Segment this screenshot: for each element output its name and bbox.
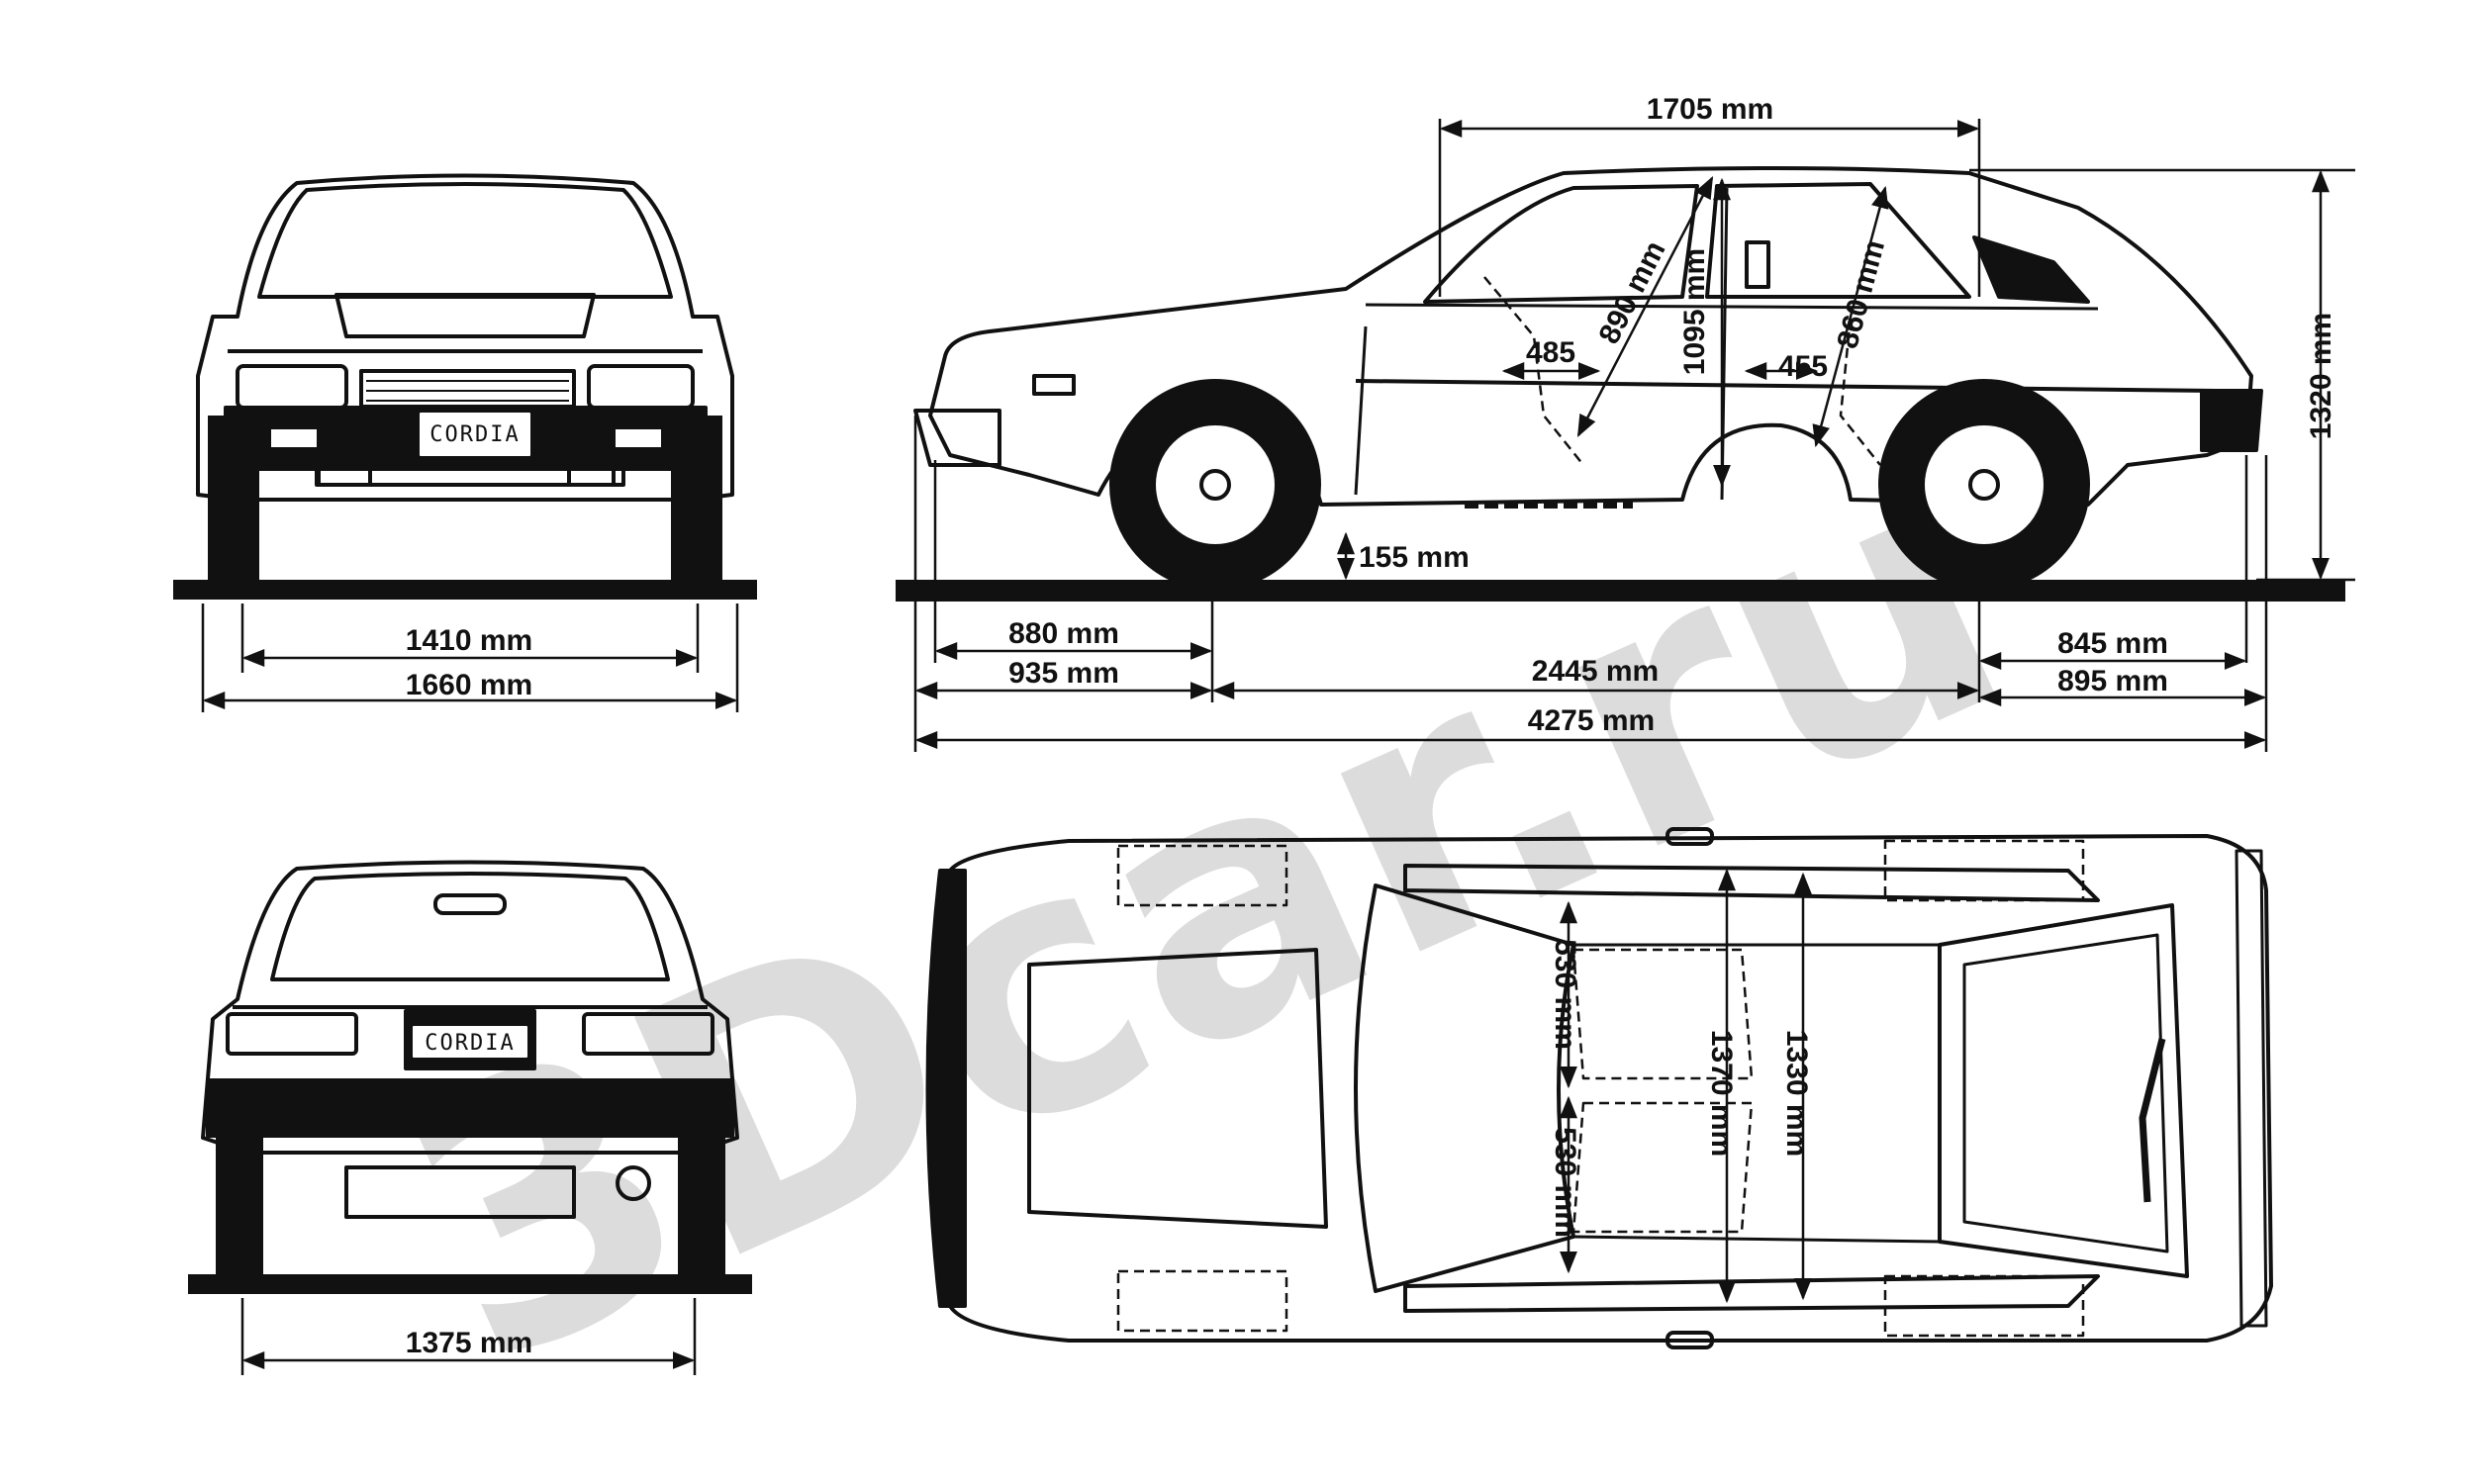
side-indicator: [1032, 374, 1076, 396]
rear-bumper: [206, 1078, 734, 1138]
front-windshield: [257, 182, 673, 299]
front-license-plate: [420, 413, 530, 456]
side-ground-bar: [896, 580, 2345, 602]
rear-left-taillight: [226, 1012, 358, 1056]
rear-overhang-a-label: 845 mm: [2057, 627, 2168, 660]
rear-right-taillight: [582, 1012, 714, 1056]
front-right-foglamp: [612, 425, 665, 451]
top-right-mirror: [1665, 1331, 1714, 1349]
rear-view: CORDIA: [188, 860, 752, 1294]
front-track-label: 1410 mm: [406, 624, 532, 657]
front-right-indicator: [567, 461, 625, 487]
rear-shoulder-label: 1330 mm: [1780, 1030, 1813, 1157]
roof-length-label: 1705 mm: [1647, 93, 1773, 126]
rear-legroom-label: 455: [1778, 350, 1828, 383]
clearance-label: 155 mm: [1359, 541, 1470, 574]
front-width-label: 1660 mm: [406, 669, 532, 701]
front-headroom-line: [1576, 176, 1714, 437]
side-quarter-window: [1972, 235, 2090, 304]
top-hood: [1027, 948, 1328, 1229]
side-trim-line: [1365, 303, 2099, 311]
top-rear-bumper: [2235, 849, 2268, 1328]
top-dimensions: [1560, 868, 1812, 1304]
rear-right-tire: [678, 1138, 725, 1274]
rear-dimensions: [240, 1298, 697, 1375]
front-shoulder-label: 1370 mm: [1705, 1030, 1738, 1157]
side-rear-bumper: [2200, 389, 2263, 452]
side-rear-rim: [1921, 421, 2047, 548]
seat-width-b-label: 530 mm: [1549, 1127, 1581, 1238]
side-dimensions: [913, 119, 2355, 752]
side-front-hub: [1199, 469, 1231, 501]
side-rear-hub: [1968, 469, 2000, 501]
front-body-outline: [196, 173, 734, 502]
top-left-window-strip: [1403, 864, 2100, 902]
wheelbase-label: 2445 mm: [1532, 655, 1659, 688]
side-front-bumper: [913, 409, 1001, 467]
front-right-headlight: [587, 364, 695, 410]
front-seat-travel-label: 485: [1526, 336, 1575, 369]
top-rear-hatch: [1938, 903, 2189, 1278]
rear-view-mirror: [433, 893, 507, 915]
top-rear-wiper: [2139, 1038, 2166, 1203]
rear-headroom-line: [1812, 185, 1889, 448]
rear-body-outline: [201, 860, 739, 1155]
top-front-left-wheel: [1116, 844, 1288, 907]
top-rear-right-wheel: [1883, 1274, 2085, 1338]
front-left-headlight: [236, 364, 348, 410]
front-left-foglamp: [267, 425, 321, 451]
rear-overhang-b-label: 895 mm: [2057, 665, 2168, 697]
top-front-right-wheel: [1116, 1269, 1288, 1333]
side-front-rim: [1152, 421, 1279, 548]
seat-width-a-label: 530 mm: [1549, 939, 1581, 1050]
top-right-window-strip: [1403, 1274, 2100, 1313]
rear-ground-bar: [188, 1274, 752, 1294]
top-front-bumper: [925, 869, 967, 1308]
side-front-window: [1423, 184, 1699, 304]
side-beltline: [1355, 379, 2218, 393]
front-overhang-b-label: 935 mm: [1008, 657, 1119, 690]
rear-window: [270, 872, 670, 981]
rear-left-tire: [216, 1138, 263, 1274]
length-label: 4275 mm: [1528, 704, 1655, 737]
top-rear-left-wheel: [1883, 839, 2085, 902]
height-label: 1320 mm: [2305, 313, 2337, 439]
front-overhang-a-label: 880 mm: [1008, 617, 1119, 650]
front-left-indicator: [317, 461, 372, 487]
front-hood-vent: [334, 293, 596, 338]
top-left-seat: [1571, 948, 1754, 1080]
front-view: CORDIA: [173, 173, 757, 600]
rear-fuel-tank: [344, 1165, 576, 1219]
front-ground-bar: [173, 580, 757, 600]
rear-track-label: 1375 mm: [406, 1327, 532, 1359]
front-badge: CORDIA: [429, 422, 520, 447]
top-left-mirror: [1665, 827, 1714, 846]
interior-height-label: 1095 mm: [1678, 248, 1711, 375]
rear-exhaust: [616, 1165, 651, 1201]
top-roof: [1572, 943, 1942, 1244]
side-door-handle: [1745, 240, 1770, 289]
rear-badge: CORDIA: [425, 1031, 515, 1056]
rear-headroom-label: 860 mm: [1831, 236, 1891, 351]
front-dimensions: [201, 603, 739, 712]
